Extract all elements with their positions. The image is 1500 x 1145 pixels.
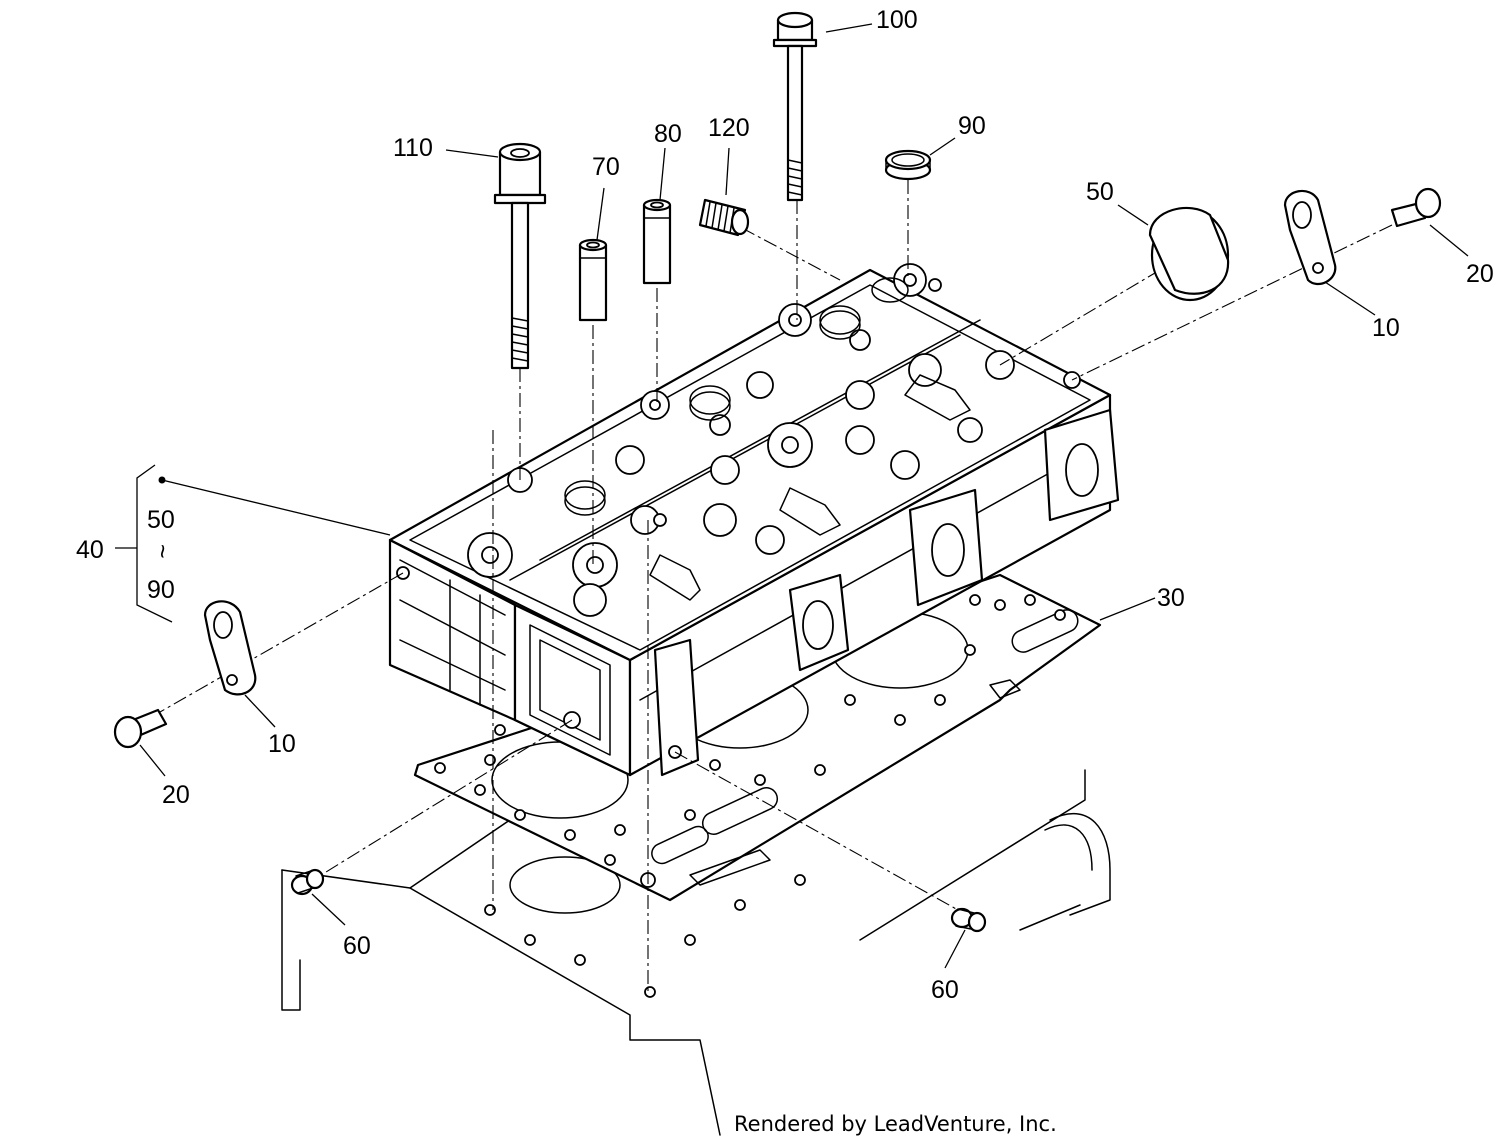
valve-springs <box>564 277 909 516</box>
callout-80: 80 <box>654 120 682 148</box>
part-110-head-bolt <box>493 142 547 370</box>
callout-30: 30 <box>1157 584 1185 612</box>
head-gasket <box>413 573 1102 902</box>
callout-range-separator: ~ <box>148 544 176 559</box>
callout-70: 70 <box>592 153 620 181</box>
callout-90-range: 90 <box>147 576 175 604</box>
part-60-dowel-pin-right <box>950 907 987 933</box>
callout-90-top: 90 <box>958 112 986 140</box>
callout-50-right: 50 <box>1086 178 1114 206</box>
leader-lines <box>115 23 1469 969</box>
head-bosses <box>467 263 1015 617</box>
callout-60-right: 60 <box>931 976 959 1004</box>
cylinder-head <box>388 263 1120 777</box>
engine-block <box>281 744 1111 1136</box>
part-100-head-bolt <box>772 11 818 202</box>
callout-120: 120 <box>708 114 750 142</box>
callout-10-right: 10 <box>1372 314 1400 342</box>
callout-10-left: 10 <box>268 730 296 758</box>
callout-110: 110 <box>393 134 433 162</box>
part-20-bolt-right <box>1390 187 1442 228</box>
part-120-plug <box>698 198 750 237</box>
callout-labels: 100 110 70 80 120 90 50 20 10 40 50 ~ 90… <box>76 6 1494 1004</box>
part-90-seal-ring <box>884 149 932 181</box>
part-10-lifting-bracket-left <box>203 600 257 696</box>
callout-20-left: 20 <box>162 781 190 809</box>
part-20-bolt-left <box>113 708 168 749</box>
callout-20-right: 20 <box>1466 260 1494 288</box>
part-70-valve-guide <box>578 238 608 322</box>
part-60-dowel-pin-left <box>290 868 325 896</box>
part-10-lifting-bracket-right <box>1283 189 1337 286</box>
callout-50-range: 50 <box>147 506 175 534</box>
callout-100: 100 <box>876 6 918 34</box>
part-50-cap <box>1148 206 1230 302</box>
callout-60-left: 60 <box>343 932 371 960</box>
rendered-by-footer: Rendered by LeadVenture, Inc. <box>734 1112 1057 1136</box>
alignment-lines <box>159 180 1393 992</box>
part-80-valve-guide <box>642 198 672 285</box>
callout-40: 40 <box>76 536 104 564</box>
